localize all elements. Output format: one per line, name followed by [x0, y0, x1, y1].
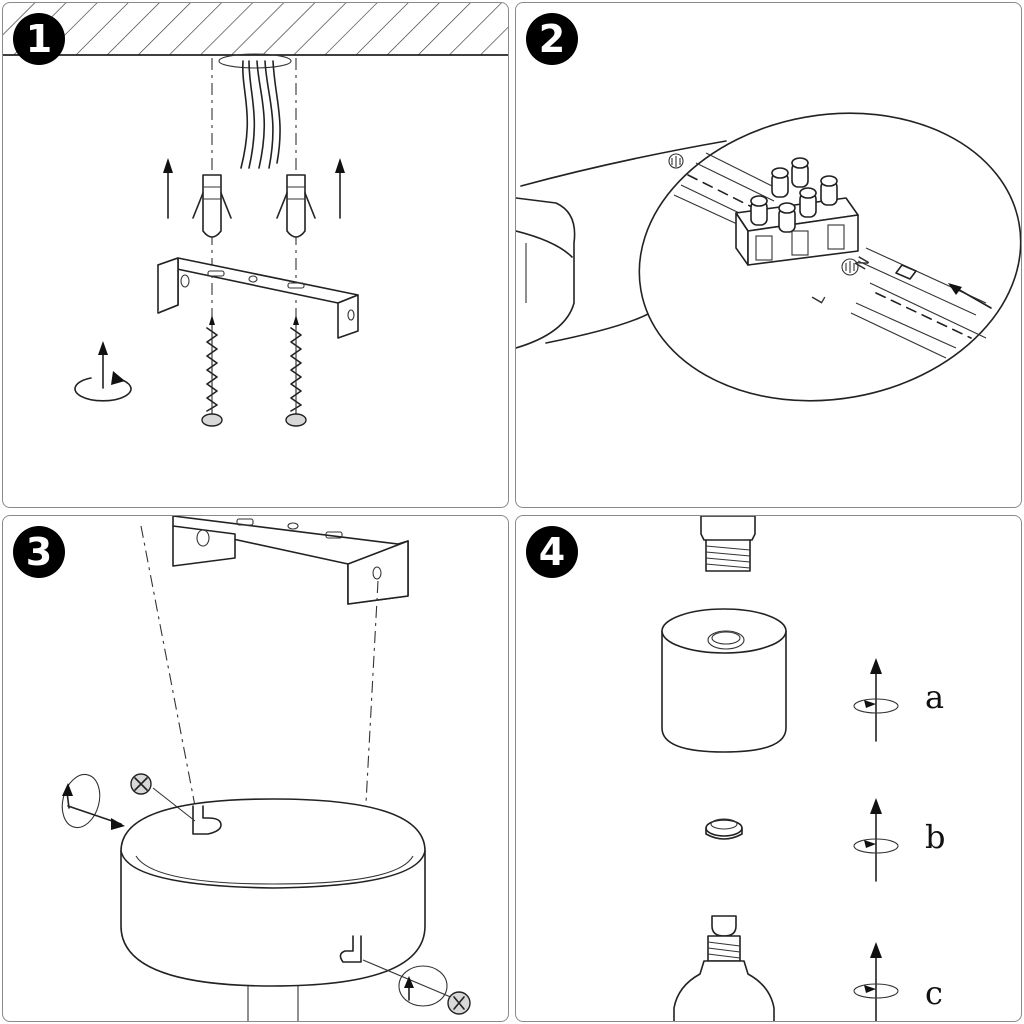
arrow-up-icon	[163, 158, 345, 219]
screw-left	[201, 315, 223, 427]
rotate-icon	[398, 965, 448, 1007]
step-number-badge: 4	[526, 526, 578, 578]
mounting-bracket	[157, 257, 359, 339]
ground-symbol-icon	[668, 153, 684, 169]
wall-plug-left	[192, 174, 232, 238]
step-2-illustration: N L	[516, 112, 1021, 402]
step-3-panel: 3	[2, 515, 509, 1022]
rotate-icon	[61, 773, 125, 830]
screw-on-icon-a	[853, 658, 899, 742]
screw-on-icon-c	[853, 942, 899, 1021]
part-label-c: c	[925, 974, 943, 1012]
step-number-badge: 1	[13, 13, 65, 65]
lamp-holder	[700, 516, 756, 572]
zoom-callout	[520, 112, 1021, 402]
step-2-panel: N L 2	[515, 2, 1022, 508]
fixing-screw-left	[130, 773, 196, 822]
step-1-panel: 1	[2, 2, 509, 508]
mains-cables	[218, 53, 292, 169]
step-4-illustration	[661, 516, 899, 1021]
step-number-badge: 2	[526, 13, 578, 65]
wall-plug-right	[276, 174, 316, 238]
screw-on-icon-b	[853, 798, 899, 882]
step-number-badge: 3	[13, 526, 65, 578]
terminal-block	[735, 157, 859, 266]
lamp-shade	[661, 608, 787, 753]
mounting-bracket	[172, 516, 409, 605]
part-label-a: a	[925, 678, 945, 716]
ground-symbol-icon	[841, 258, 859, 276]
light-bulb	[673, 915, 775, 1021]
shade-ring	[705, 818, 743, 840]
ceiling	[3, 3, 508, 56]
part-label-b: b	[925, 818, 946, 856]
mains-wires	[850, 247, 987, 359]
ceiling-canopy	[516, 197, 576, 349]
rotate-icon	[74, 341, 132, 402]
step-3-illustration	[61, 516, 471, 1021]
screw-right	[285, 315, 307, 427]
arrow-insert-icon	[948, 283, 992, 309]
ceiling-canopy	[120, 798, 426, 1021]
step-4-panel: 4 a b c	[515, 515, 1022, 1022]
step-1-illustration	[3, 3, 508, 427]
